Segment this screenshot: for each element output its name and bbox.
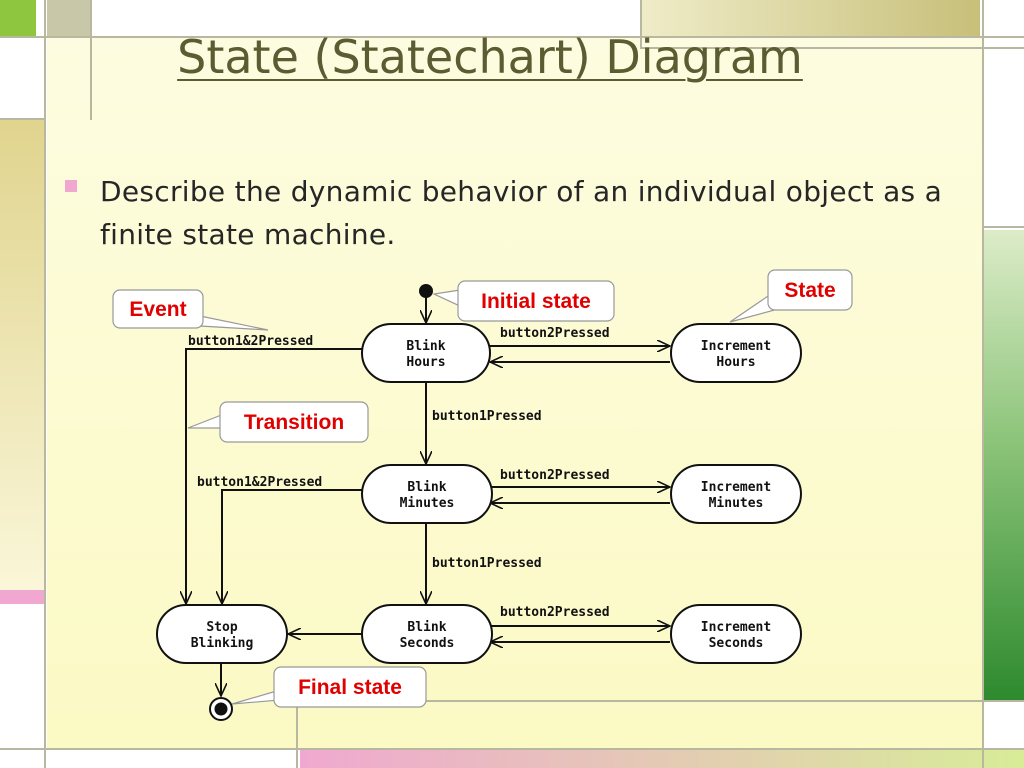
- state-label-line: Minutes: [709, 496, 764, 511]
- state-label-line: Stop: [206, 620, 237, 635]
- grid-line: [640, 0, 642, 48]
- state-label-line: Increment: [701, 339, 771, 354]
- slide-title: State (Statechart) Diagram: [177, 30, 803, 84]
- grid-line: [982, 0, 984, 768]
- callout-state: State: [729, 269, 853, 323]
- state-label-line: Minutes: [400, 496, 455, 511]
- tan-band: [640, 0, 980, 36]
- state-stop-blinking: [156, 604, 288, 664]
- bullet-square-icon: [65, 180, 77, 192]
- state-label-line: Hours: [406, 355, 445, 370]
- transition-label: button1Pressed: [432, 409, 542, 424]
- callout-initial-state-label: Initial state: [481, 290, 591, 313]
- grid-line: [640, 47, 1024, 49]
- state-blink-hours: [361, 323, 491, 383]
- state-label-line: Blink: [407, 480, 446, 495]
- grid-line: [0, 36, 1024, 38]
- initial-state-dot: [419, 284, 433, 298]
- grid-line: [90, 0, 92, 120]
- transition-label: button1&2Pressed: [188, 334, 313, 349]
- state-increment-seconds: [670, 604, 802, 664]
- transition-hours-to-stop: [186, 348, 362, 604]
- pink-strip-bottom: [300, 750, 1024, 768]
- transition-label: button2Pressed: [500, 468, 610, 483]
- transition-label: button1&2Pressed: [197, 475, 322, 490]
- pink-strip-left: [0, 590, 44, 604]
- callout-transition: Transition: [187, 401, 369, 443]
- transition-minutes-to-stop: [222, 489, 362, 604]
- callout-event-label: Event: [129, 298, 186, 321]
- grid-line: [982, 226, 1024, 228]
- transition-label: button2Pressed: [500, 605, 610, 620]
- transition-label: button1Pressed: [432, 556, 542, 571]
- green-corner-block: [0, 0, 36, 36]
- green-side-block: [984, 230, 1024, 700]
- bullet-text: Describe the dynamic behavior of an indi…: [100, 175, 943, 251]
- grid-line: [0, 748, 1024, 750]
- callout-final-state: Final state: [231, 666, 427, 708]
- tan-side-block: [0, 120, 44, 590]
- state-increment-hours: [670, 323, 802, 383]
- grid-line: [296, 700, 1024, 702]
- grid-line: [296, 700, 298, 768]
- callout-event: Event: [112, 289, 269, 331]
- grid-line: [44, 0, 46, 768]
- state-label-line: Seconds: [400, 636, 455, 651]
- callout-state-label: State: [784, 279, 835, 302]
- state-increment-minutes: [670, 464, 802, 524]
- final-state-dot: [214, 702, 228, 716]
- callout-initial-state: Initial state: [431, 280, 615, 322]
- transition-label: button2Pressed: [500, 326, 610, 341]
- state-label-line: Blinking: [191, 636, 254, 651]
- state-label-line: Increment: [701, 620, 771, 635]
- callout-final-state-label: Final state: [298, 676, 402, 699]
- state-blink-seconds: [361, 604, 493, 664]
- state-label-line: Increment: [701, 480, 771, 495]
- state-label-line: Blink: [407, 620, 446, 635]
- callout-transition-label: Transition: [244, 411, 344, 434]
- state-label-line: Blink: [406, 339, 445, 354]
- state-label-line: Seconds: [709, 636, 764, 651]
- grid-line: [0, 118, 46, 120]
- state-blink-minutes: [361, 464, 493, 524]
- state-label-line: Hours: [716, 355, 755, 370]
